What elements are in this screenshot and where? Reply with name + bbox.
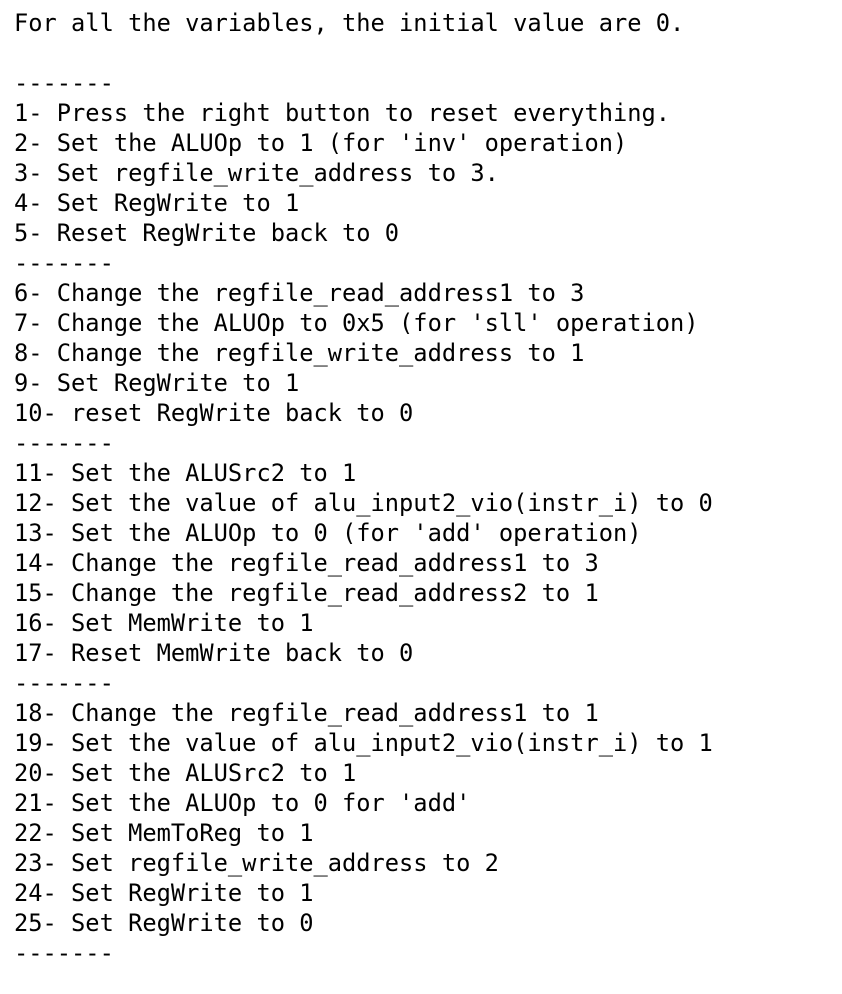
separator-2: ------- — [14, 249, 114, 277]
instruction-line-21: 21- Set the ALUOp to 0 for 'add' — [14, 789, 471, 817]
instruction-line-17: 17- Reset MemWrite back to 0 — [14, 639, 414, 667]
separator-4: ------- — [14, 669, 114, 697]
separator-3: ------- — [14, 429, 114, 457]
instruction-line-18: 18- Change the regfile_read_address1 to … — [14, 699, 599, 727]
instruction-line-10: 10- reset RegWrite back to 0 — [14, 399, 414, 427]
instruction-line-12: 12- Set the value of alu_input2_vio(inst… — [14, 489, 713, 517]
instruction-line-6: 6- Change the regfile_read_address1 to 3 — [14, 279, 585, 307]
instruction-line-7: 7- Change the ALUOp to 0x5 (for 'sll' op… — [14, 309, 699, 337]
instruction-line-3: 3- Set regfile_write_address to 3. — [14, 159, 499, 187]
instruction-line-11: 11- Set the ALUSrc2 to 1 — [14, 459, 357, 487]
intro-line: For all the variables, the initial value… — [14, 9, 685, 37]
blank-line-1 — [14, 38, 842, 68]
instruction-line-23: 23- Set regfile_write_address to 2 — [14, 849, 499, 877]
instruction-line-13: 13- Set the ALUOp to 0 (for 'add' operat… — [14, 519, 642, 547]
instruction-line-9: 9- Set RegWrite to 1 — [14, 369, 300, 397]
instruction-line-15: 15- Change the regfile_read_address2 to … — [14, 579, 599, 607]
instruction-line-24: 24- Set RegWrite to 1 — [14, 879, 314, 907]
instruction-line-22: 22- Set MemToReg to 1 — [14, 819, 314, 847]
instruction-line-8: 8- Change the regfile_write_address to 1 — [14, 339, 585, 367]
separator-1: ------- — [14, 69, 114, 97]
separator-5: ------- — [14, 939, 114, 967]
instruction-line-1: 1- Press the right button to reset every… — [14, 99, 671, 127]
instruction-line-5: 5- Reset RegWrite back to 0 — [14, 219, 400, 247]
instruction-line-19: 19- Set the value of alu_input2_vio(inst… — [14, 729, 713, 757]
instruction-line-16: 16- Set MemWrite to 1 — [14, 609, 314, 637]
instruction-line-2: 2- Set the ALUOp to 1 (for 'inv' operati… — [14, 129, 628, 157]
instruction-line-20: 20- Set the ALUSrc2 to 1 — [14, 759, 357, 787]
instruction-line-4: 4- Set RegWrite to 1 — [14, 189, 300, 217]
instruction-line-25: 25- Set RegWrite to 0 — [14, 909, 314, 937]
instruction-line-14: 14- Change the regfile_read_address1 to … — [14, 549, 599, 577]
